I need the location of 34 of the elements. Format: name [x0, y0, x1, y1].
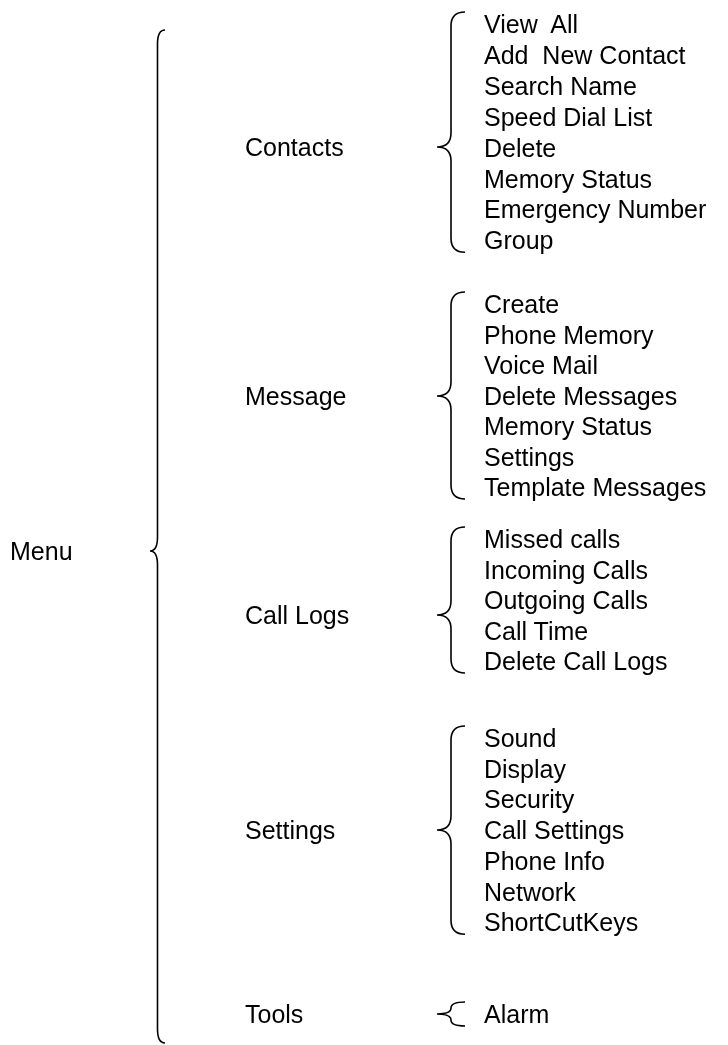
menu-item-label: Alarm — [484, 999, 550, 1029]
menu-item-label: Phone Info — [484, 845, 605, 876]
menu-item-label: Settings — [484, 441, 575, 472]
menu-item-label: Search Name — [484, 70, 637, 101]
menu-item-label: Create — [484, 289, 560, 319]
menu-item-label: Sound — [484, 723, 557, 753]
menu-item-label: Add New Contact — [484, 39, 686, 70]
menu-label: Menu — [10, 536, 73, 566]
menu-item-label: Display — [484, 753, 566, 784]
category-label: Call Logs — [245, 600, 350, 630]
menu-item-label: Group — [484, 225, 554, 256]
menu-item-label: Network — [484, 876, 576, 907]
menu-item-label: ShortCutKeys — [484, 907, 639, 938]
menu-item-label: Delete — [484, 132, 557, 163]
menu-item-label: Memory Status — [484, 411, 653, 441]
menu-item-label: Memory Status — [484, 163, 653, 194]
menu-item-label: Phone Memory — [484, 319, 654, 350]
menu-item-label: Outgoing Calls — [484, 585, 648, 615]
menu-item-label: Delete Messages — [484, 380, 678, 411]
category-label: Settings — [245, 815, 336, 845]
menu-item-label: Template Messages — [484, 472, 707, 502]
menu-item-label: Incoming Calls — [484, 554, 648, 585]
menu-item-label: Security — [484, 784, 575, 815]
menu-item-label: View All — [484, 9, 579, 39]
category-label: Contacts — [245, 132, 344, 162]
menu-item-label: Call Time — [484, 615, 589, 646]
menu-item-label: Voice Mail — [484, 350, 598, 380]
menu-item-label: Missed calls — [484, 524, 621, 554]
menu-item-label: Emergency Number — [484, 194, 707, 225]
menu-item-label: Delete Call Logs — [484, 646, 668, 676]
menu-item-label: Call Settings — [484, 815, 625, 846]
category-label: Tools — [245, 999, 304, 1029]
menu-item-label: Speed Dial List — [484, 101, 653, 132]
category-label: Message — [245, 381, 347, 411]
